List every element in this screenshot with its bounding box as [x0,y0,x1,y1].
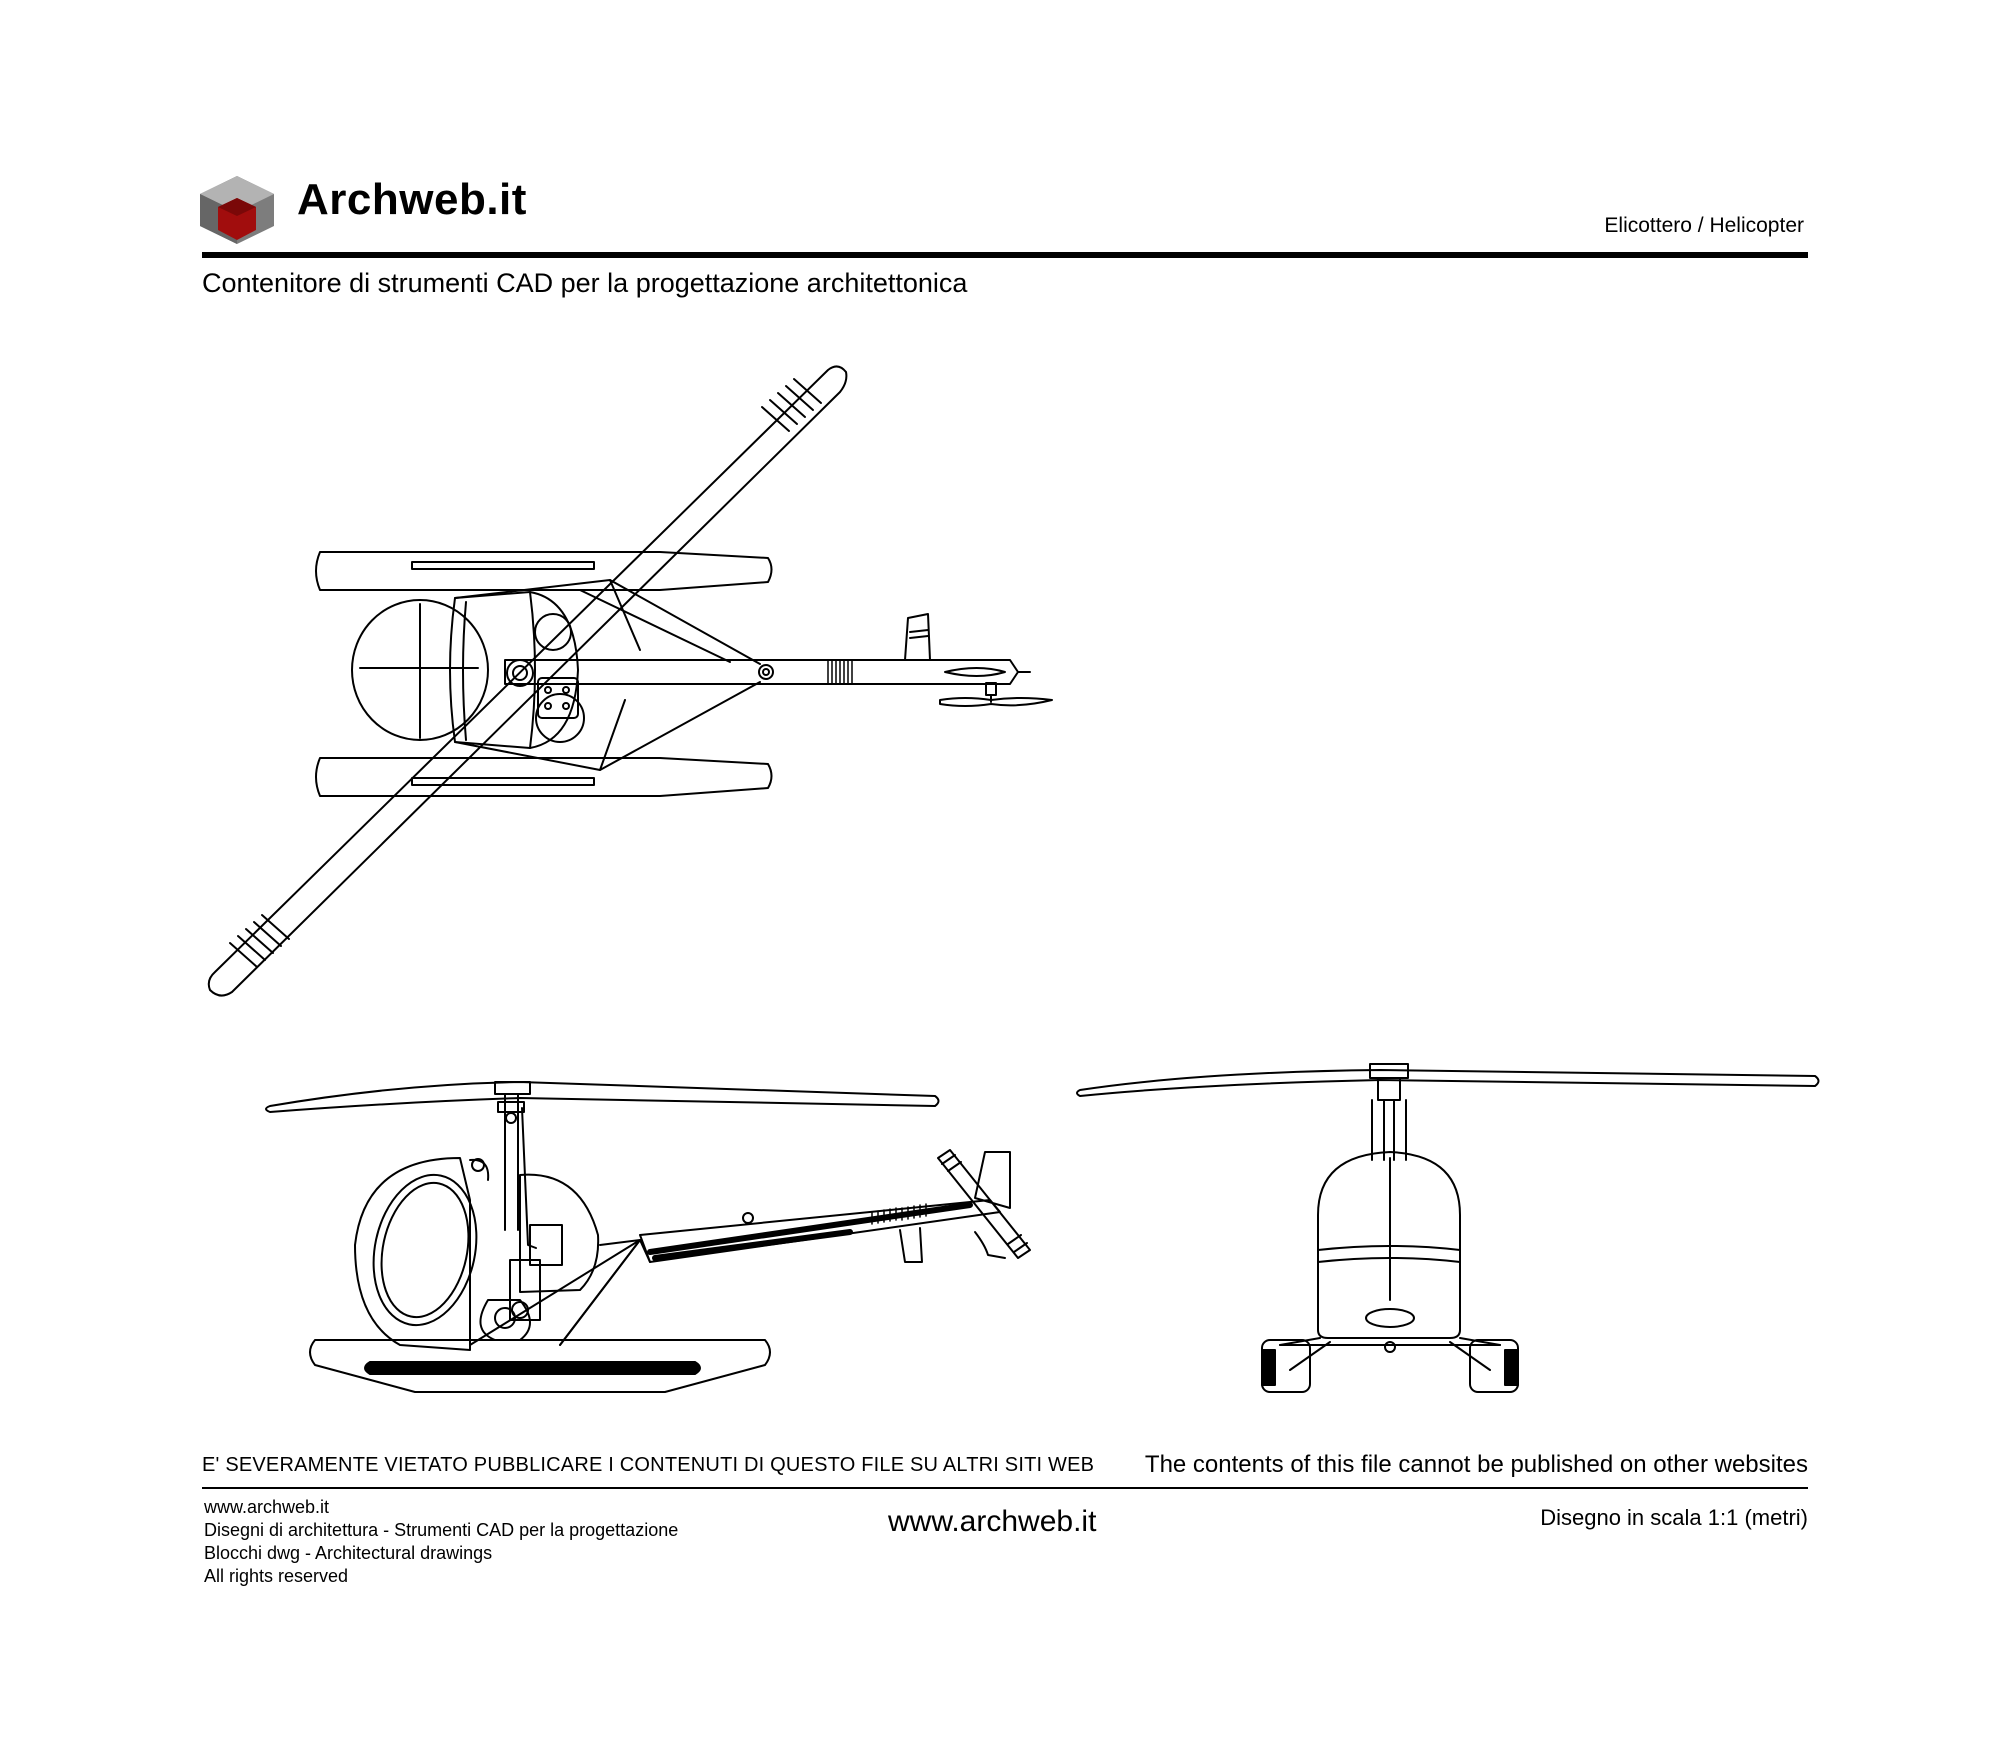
footer-line: Disegni di architettura - Strumenti CAD … [204,1520,679,1540]
tagline: Contenitore di strumenti CAD per la prog… [202,268,968,298]
helicopter-front-view [1076,1063,1820,1393]
footer-line: www.archweb.it [204,1497,330,1517]
helicopter-side-view [265,1081,1031,1393]
footer-line: Blocchi dwg - Architectural drawings [204,1543,493,1563]
drawing-scale: Disegno in scala 1:1 (metri) [1540,1505,1808,1530]
copyright-warning-italian: E' SEVERAMENTE VIETATO PUBBLICARE I CONT… [202,1454,1095,1476]
brand-name: Archweb.it [297,175,527,224]
footer-rule [202,1487,1808,1489]
helicopter-top-view [207,365,1053,997]
header-rule [202,252,1808,258]
archweb-logo-icon [200,176,274,244]
footer-credits: www.archweb.it Disegni di architettura -… [204,1496,678,1588]
drawing-subject: Elicottero / Helicopter [1604,214,1804,237]
footer-url: www.archweb.it [888,1505,1097,1538]
copyright-warning-english: The contents of this file cannot be publ… [1144,1451,1808,1478]
footer-line: All rights reserved [204,1566,349,1586]
